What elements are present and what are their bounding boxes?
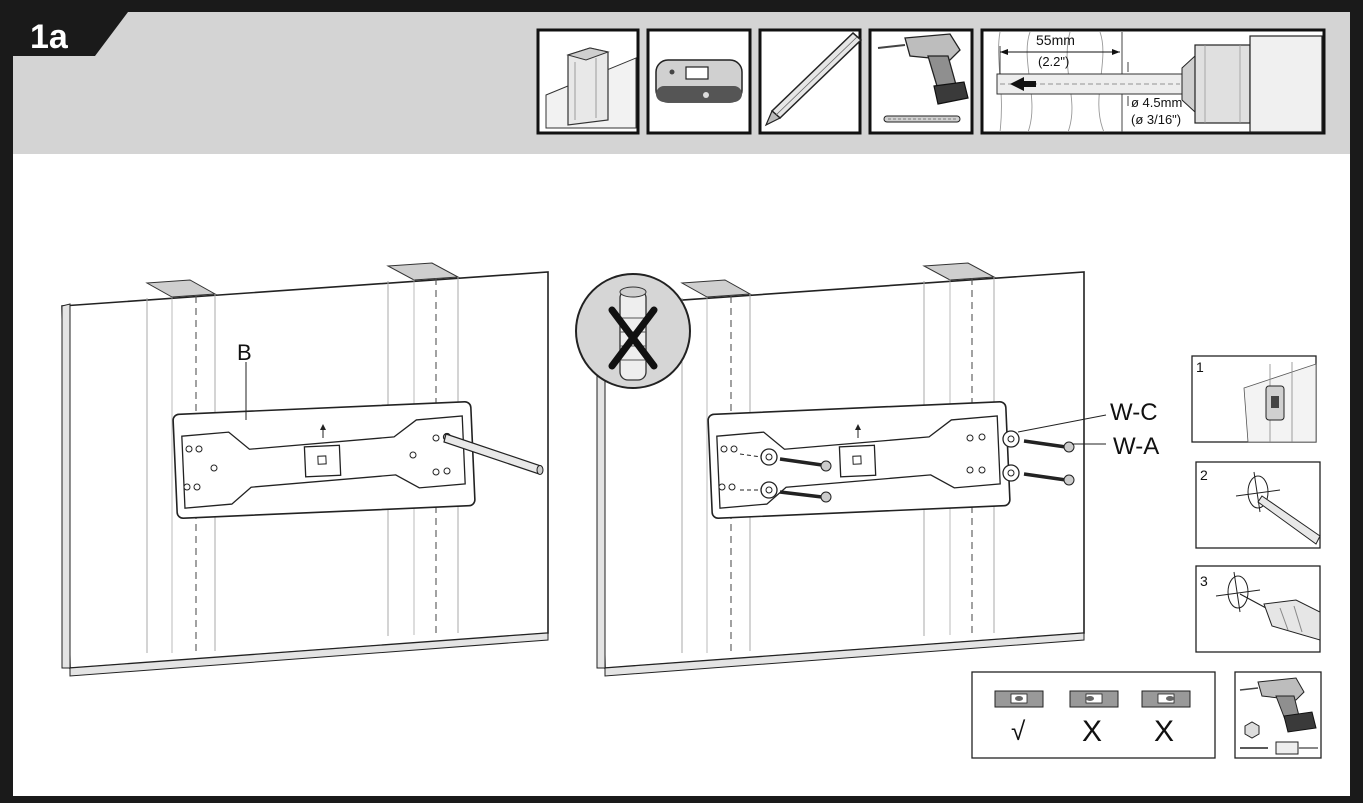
step-number: 1a	[30, 18, 69, 56]
wood-stud-icon	[536, 28, 640, 135]
level-ok-mark: √	[1011, 716, 1026, 746]
drill-icon	[868, 28, 974, 135]
step-3-panel: 3	[1195, 565, 1321, 653]
wall-panel-left: B	[61, 262, 549, 677]
drill-depth-in: (2.2")	[1038, 54, 1069, 69]
pencil-icon	[758, 28, 863, 135]
level-bad-icon-1	[1069, 690, 1119, 708]
stud-finder-icon	[646, 28, 752, 135]
step-2-number: 2	[1200, 467, 1208, 483]
level-check-panel: √ X X	[971, 671, 1216, 759]
label-washer-wc: W-C	[1110, 399, 1158, 426]
step-badge: 1a	[13, 12, 148, 56]
label-bracket-b: B	[237, 340, 252, 365]
wall-panel-right: W-C W-A	[596, 262, 1159, 677]
level-bad-mark-2: X	[1154, 715, 1174, 748]
step-2-panel: 2	[1195, 461, 1321, 549]
level-ok-icon	[994, 690, 1044, 708]
step-1-number: 1	[1196, 359, 1204, 375]
drill-depth-diagram: 55mm (2.2") ø 4.5mm (ø 3/16")	[980, 28, 1326, 135]
label-screw-wa: W-A	[1113, 433, 1159, 460]
no-wall-anchor-icon	[575, 273, 691, 389]
level-bad-icon-2	[1141, 690, 1191, 708]
drill-bits-panel	[1234, 671, 1322, 759]
level-bad-mark-1: X	[1082, 715, 1102, 748]
step-1-panel: 1	[1191, 355, 1317, 443]
drill-depth-mm: 55mm	[1036, 32, 1075, 48]
drill-diameter-mm: ø 4.5mm	[1131, 95, 1182, 110]
step-3-number: 3	[1200, 573, 1208, 589]
drill-diameter-in: (ø 3/16")	[1131, 112, 1181, 127]
